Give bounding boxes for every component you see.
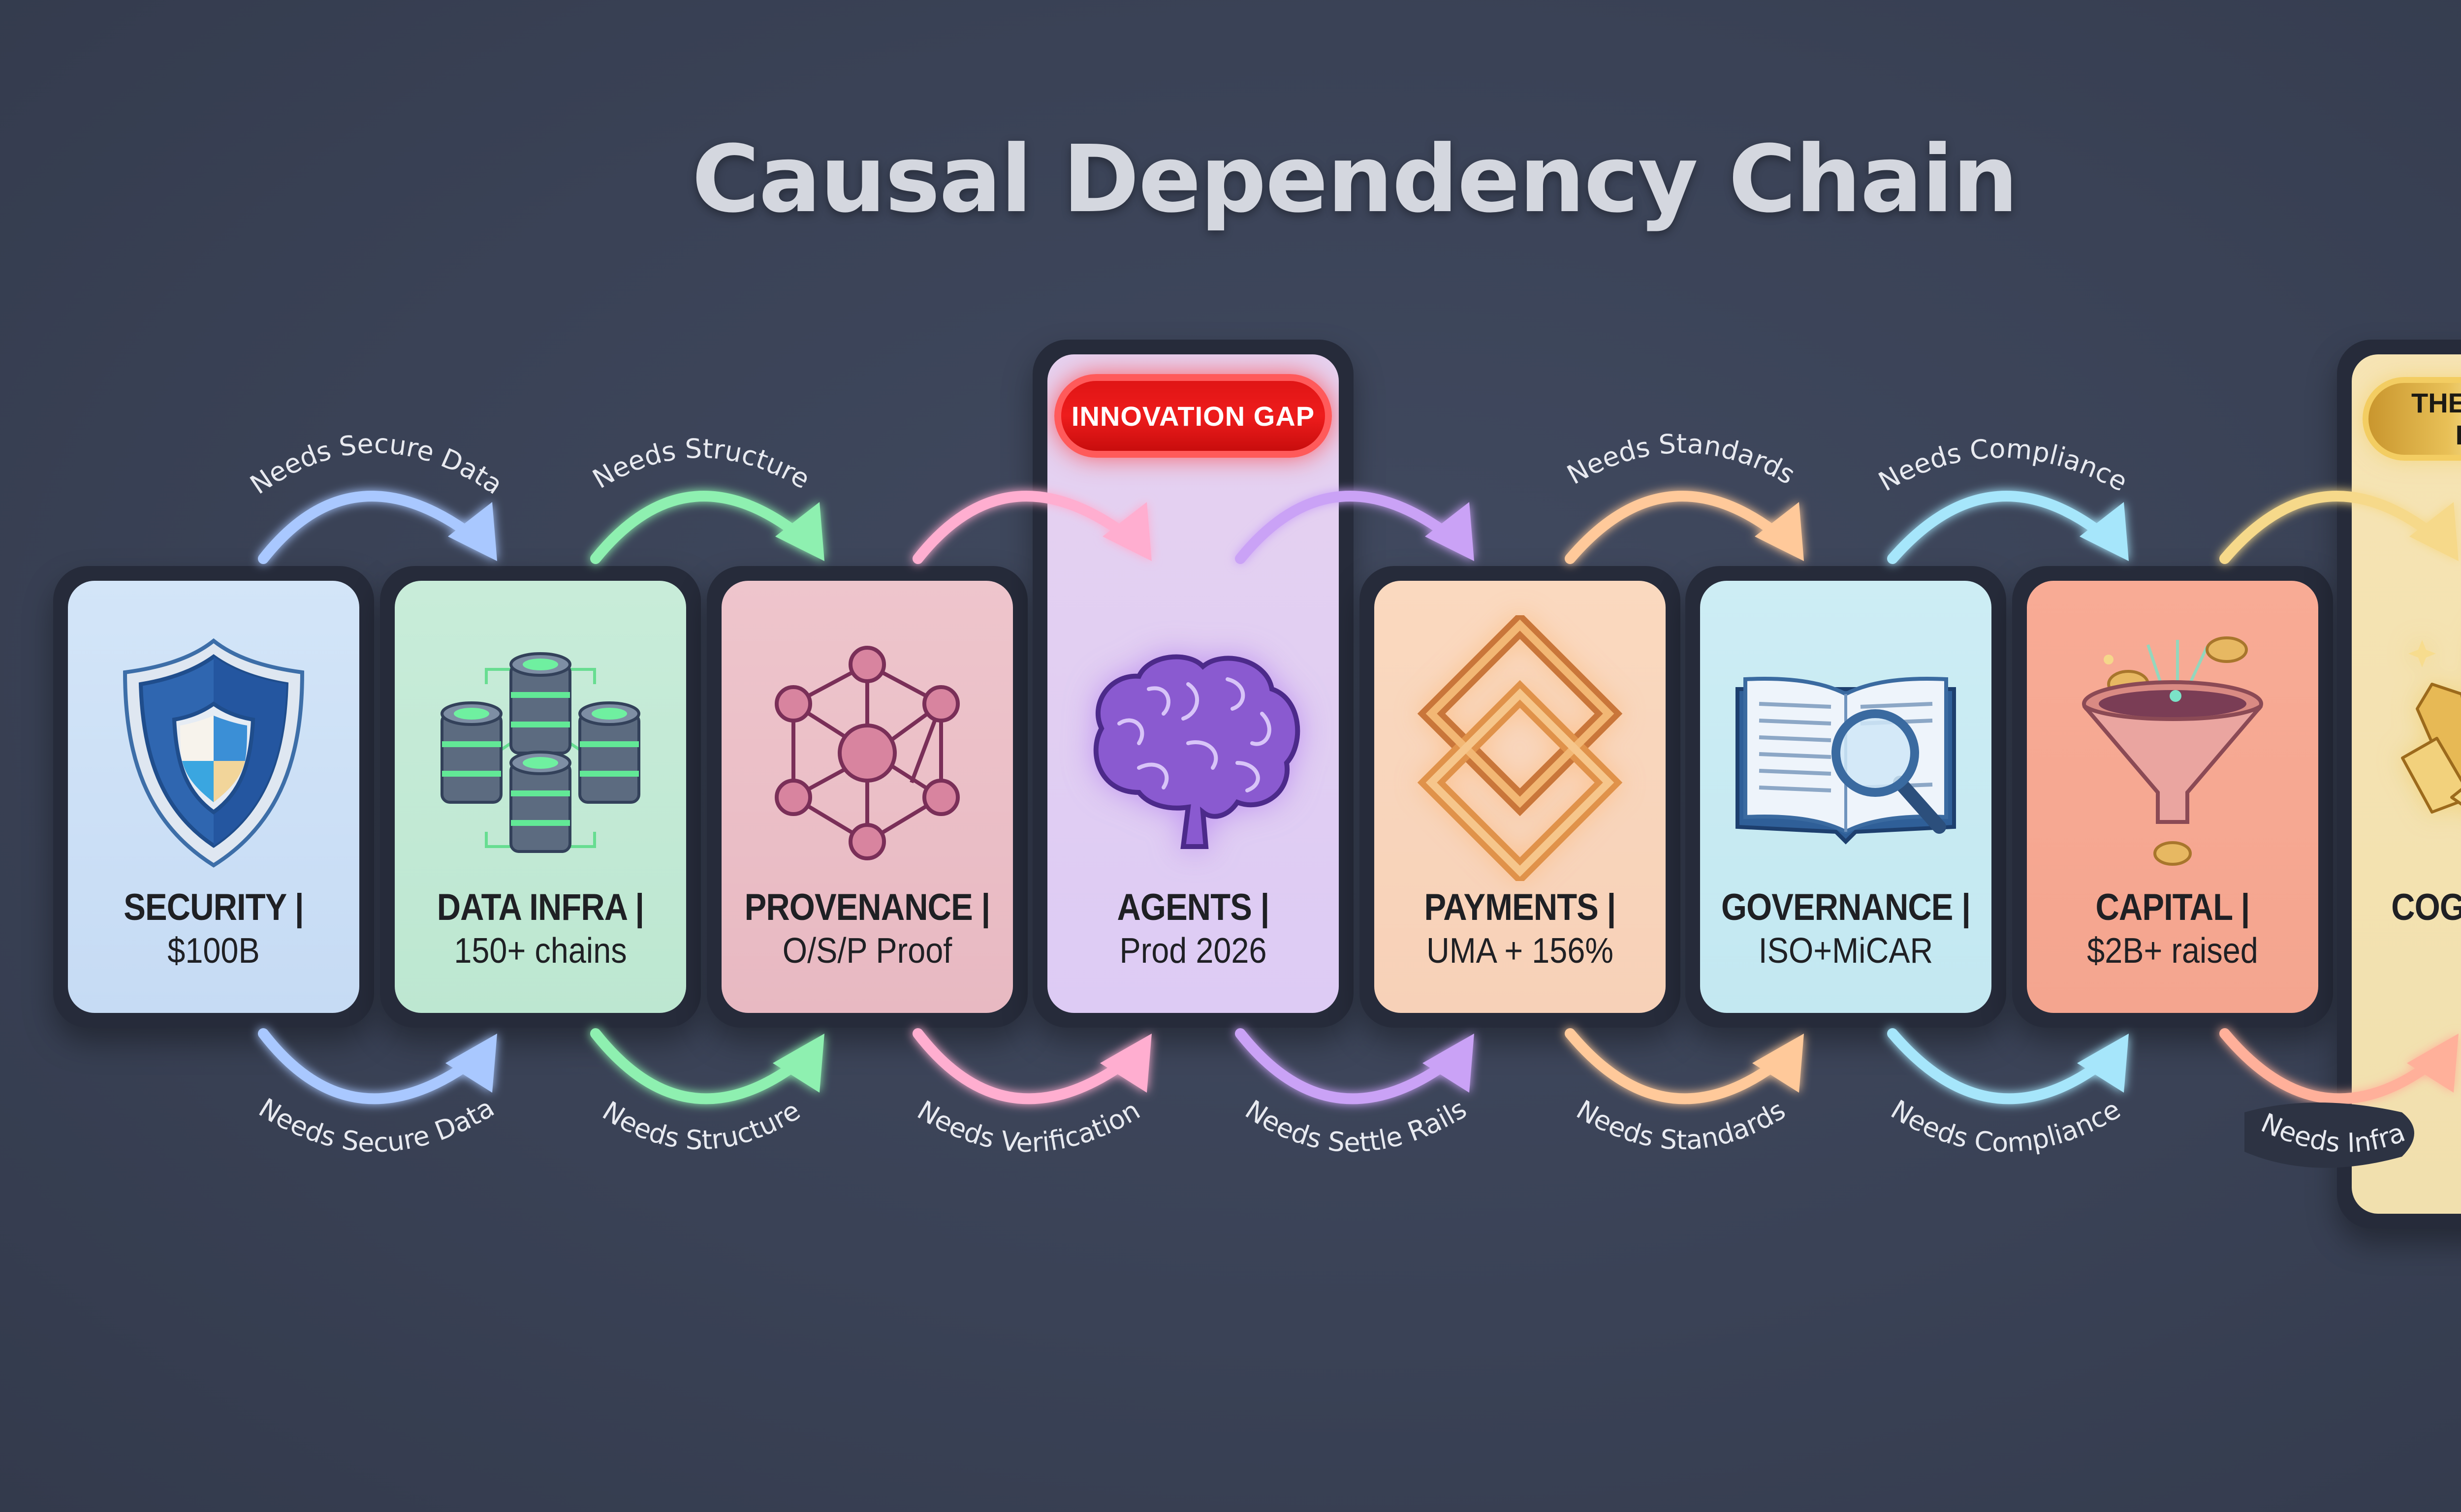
- bottom-arrow-4: [1235, 1028, 1462, 1104]
- top-arrow-label: Needs Compliance: [1873, 433, 2132, 497]
- bottom-arrow-label: Needs Standards: [1571, 1094, 1791, 1156]
- bottom-arrow-2: [590, 1028, 813, 1104]
- shield-icon: [68, 635, 359, 871]
- node-value: O/S/P Proof: [782, 931, 952, 971]
- top-arrow-label: Needs Secure Data: [245, 428, 508, 501]
- node-value: Prod 2026: [1119, 931, 1267, 971]
- top-arrow-5: [1565, 491, 1792, 564]
- top-arrow-2: [590, 491, 813, 564]
- bottom-arrow-label: Needs Structure: [597, 1095, 805, 1156]
- node-graph-icon: [722, 635, 1013, 871]
- interlocked-diamonds-icon: [1374, 615, 1666, 881]
- node-value: 150+ chains: [454, 931, 627, 971]
- node-value: $2B+ raised: [2087, 931, 2258, 971]
- bottom-arrow-1: [258, 1028, 485, 1104]
- database-cluster-icon: [395, 645, 686, 871]
- bottom-arrow-5: [1565, 1028, 1792, 1104]
- bottom-arrow-label: Needs Compliance: [1886, 1094, 2126, 1159]
- top-arrow-label: Needs Standards: [1562, 428, 1800, 491]
- badge-text: INNOVATION GAP: [1071, 400, 1315, 432]
- brain-icon: [1047, 645, 1339, 851]
- top-arrow-6: [1887, 491, 2117, 564]
- node-card-cog-equity[interactable]: THE MISSING LAYER COG EQUITY | 174K: [2352, 354, 2461, 1214]
- funnel-coins-icon: [2027, 625, 2318, 871]
- top-arrow-1: [258, 491, 485, 564]
- node-title: DATA INFRA |: [437, 886, 644, 928]
- node-card-payments[interactable]: PAYMENTS | UMA + 156%: [1374, 581, 1666, 1013]
- node-card-agents[interactable]: INNOVATION GAP AGENTS | Prod 2026: [1047, 354, 1339, 1013]
- node-title: COG EQUITY |: [2391, 886, 2461, 928]
- node-title: GOVERNANCE |: [1721, 886, 1971, 928]
- book-magnifier-icon: [1700, 660, 1991, 866]
- badge-text: THE MISSING LAYER: [2411, 387, 2461, 450]
- node-value: $100B: [167, 931, 260, 971]
- node-title: AGENTS |: [1117, 886, 1270, 928]
- node-card-provenance[interactable]: PROVENANCE | O/S/P Proof: [722, 581, 1013, 1013]
- node-card-data-infra[interactable]: DATA INFRA | 150+ chains: [395, 581, 686, 1013]
- node-card-capital[interactable]: CAPITAL | $2B+ raised: [2027, 581, 2318, 1013]
- node-value: ISO+MiCAR: [1758, 931, 1933, 971]
- innovation-gap-badge: INNOVATION GAP: [1054, 374, 1332, 458]
- node-card-security[interactable]: SECURITY | $100B: [68, 581, 359, 1013]
- node-title: SECURITY |: [124, 886, 304, 928]
- node-title: PROVENANCE |: [744, 886, 991, 928]
- page-title: Causal Dependency Chain: [692, 126, 2018, 233]
- node-card-governance[interactable]: GOVERNANCE | ISO+MiCAR: [1700, 581, 1991, 1013]
- node-title: CAPITAL |: [2095, 886, 2250, 928]
- missing-layer-badge: THE MISSING LAYER: [2363, 377, 2461, 461]
- bottom-arrow-label: Needs Secure Data: [253, 1092, 500, 1159]
- node-title: PAYMENTS |: [1424, 886, 1616, 928]
- bottom-arrow-6: [1887, 1028, 2117, 1104]
- bottom-arrow-label: Needs Verification: [912, 1095, 1145, 1159]
- gold-crystal-icon: [2352, 600, 2461, 837]
- top-arrow-label: Needs Structure: [587, 433, 815, 495]
- node-value: 174K: [2366, 931, 2461, 971]
- node-value: UMA + 156%: [1426, 931, 1613, 971]
- bottom-arrow-3: [913, 1028, 1140, 1104]
- bottom-arrow-label: Needs Settle Rails: [1240, 1093, 1472, 1158]
